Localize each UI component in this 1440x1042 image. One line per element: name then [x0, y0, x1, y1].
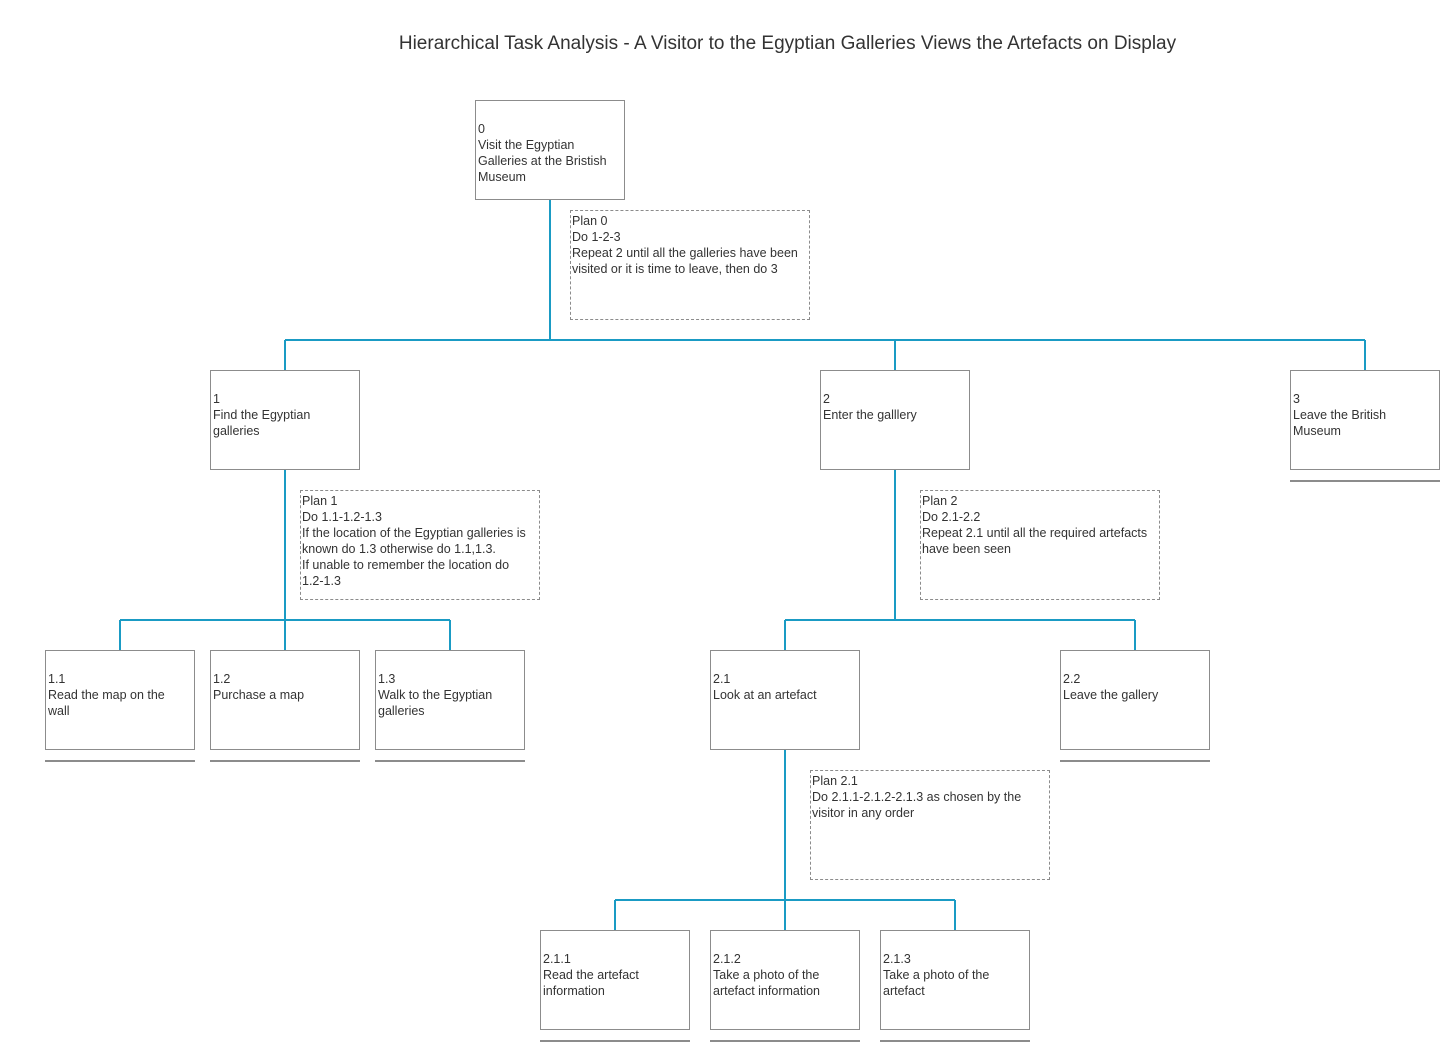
plan-text-line: known do 1.3 otherwise do 1.1,1.3.	[302, 542, 496, 556]
terminal-task-underline	[375, 760, 525, 762]
plan-text-line: Repeat 2 until all the galleries have be…	[572, 246, 798, 260]
task-label-line: galleries	[213, 424, 260, 438]
task-label-line: Take a photo of the	[713, 968, 820, 982]
task-label-line: artefact information	[713, 984, 820, 998]
task-number: 2.1.1	[543, 952, 571, 966]
task-label-line: Museum	[1293, 424, 1341, 438]
task-label-line: Galleries at the Bristish	[478, 154, 607, 168]
task-label-line: wall	[48, 704, 70, 718]
plan-text-line: have been seen	[922, 542, 1011, 556]
terminal-task-underline	[540, 1040, 690, 1042]
plan-text-line: If the location of the Egyptian gallerie…	[302, 526, 526, 540]
plan-text-line: Plan 1	[302, 494, 338, 508]
task-number: 2	[823, 392, 830, 406]
terminal-task-underline	[1060, 760, 1210, 762]
plan-text-line: visited or it is time to leave, then do …	[572, 262, 778, 276]
plan-box-2-1: Plan 2.1 Do 2.1.1-2.1.2-2.1.3 as chosen b…	[810, 770, 1050, 880]
plan-text-line: Repeat 2.1 until all the required artefa…	[922, 526, 1148, 540]
task-number: 2.1	[713, 672, 731, 686]
task-label-line: Enter the galllery	[823, 408, 917, 422]
plan-text-line: 1.2-1.3	[302, 574, 341, 588]
plan-box-1: Plan 1 Do 1.1-1.2-1.3 If the location of t…	[300, 490, 540, 600]
terminal-task-underline	[210, 760, 360, 762]
task-label-line: Look at an artefact	[713, 688, 817, 702]
plan-text-line: If unable to remember the location do	[302, 558, 510, 572]
task-label-line: Leave the gallery	[1063, 688, 1159, 702]
task-number: 1.1	[48, 672, 66, 686]
task-label-line: artefact	[883, 984, 925, 998]
task-number: 2.1.2	[713, 952, 741, 966]
task-label-line: Leave the British	[1293, 408, 1387, 422]
plan-text-line: Plan 0	[572, 214, 608, 228]
plan-text-line: Plan 2	[922, 494, 958, 508]
terminal-task-underline	[710, 1040, 860, 1042]
terminal-task-underline	[45, 760, 195, 762]
task-number: 1.3	[378, 672, 396, 686]
task-number: 1	[213, 392, 220, 406]
plan-text-line: visitor in any order	[812, 806, 915, 820]
task-label-line: Read the map on the	[48, 688, 165, 702]
task-label-line: Walk to the Egyptian	[378, 688, 493, 702]
terminal-task-underline	[1290, 480, 1440, 482]
plan-text-line: Do 2.1-2.2	[922, 510, 981, 524]
task-label-line: information	[543, 984, 605, 998]
plan-text-line: Do 1.1-1.2-1.3	[302, 510, 382, 524]
task-label-line: Read the artefact	[543, 968, 639, 982]
task-label-line: galleries	[378, 704, 425, 718]
task-label-line: Purchase a map	[213, 688, 305, 702]
plan-text-line: Do 1-2-3	[572, 230, 621, 244]
task-number: 2.1.3	[883, 952, 911, 966]
diagram-title: Hierarchical Task Analysis - A Visitor t…	[398, 33, 1177, 54]
task-label-line: Visit the Egyptian	[478, 138, 575, 152]
plan-text-line: Plan 2.1	[812, 774, 858, 788]
task-label-line: Take a photo of the	[883, 968, 990, 982]
plan-text-line: Do 2.1.1-2.1.2-2.1.3 as chosen by the	[812, 790, 1022, 804]
task-label-line: Find the Egyptian	[213, 408, 311, 422]
terminal-task-underline	[880, 1040, 1030, 1042]
task-number: 1.2	[213, 672, 231, 686]
task-number: 3	[1293, 392, 1300, 406]
task-label-line: Museum	[478, 170, 526, 184]
task-number: 2.2	[1063, 672, 1081, 686]
task-number: 0	[478, 122, 485, 136]
